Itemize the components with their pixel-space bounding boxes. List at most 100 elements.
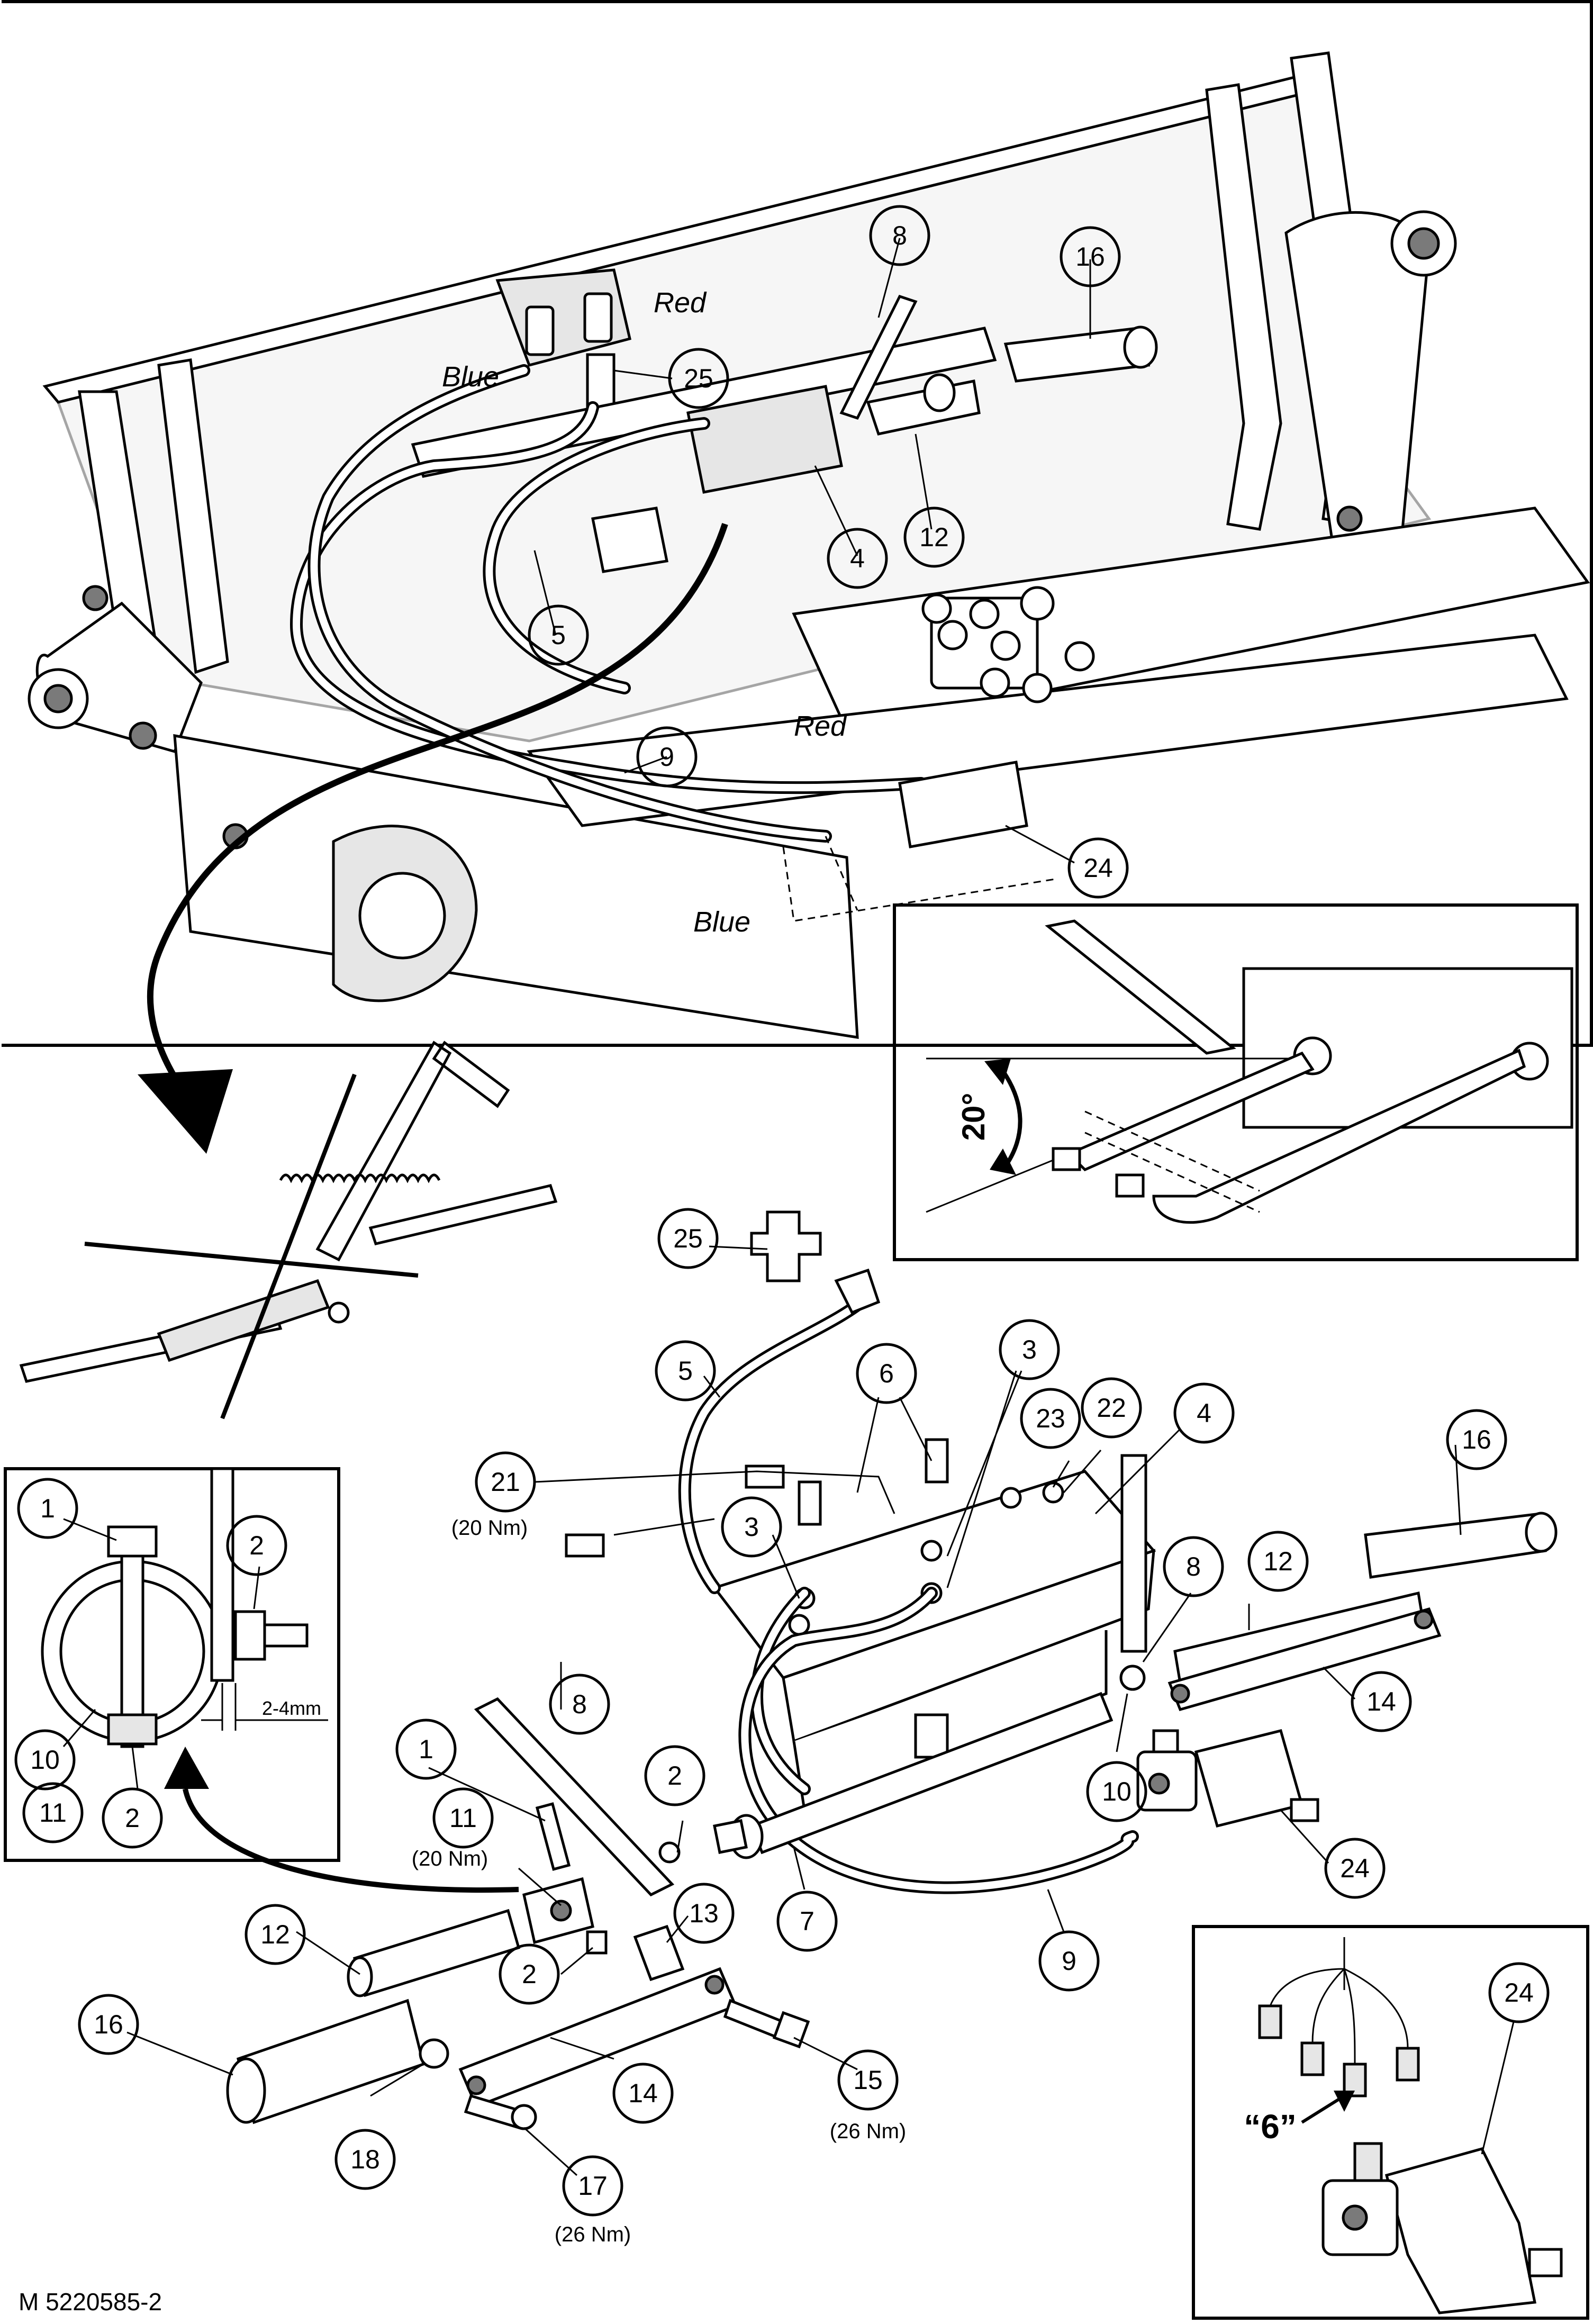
connector-plug-1 xyxy=(1258,2004,1282,2039)
callout-12b: 12 xyxy=(245,1904,306,1965)
angle-arrow-head-top xyxy=(984,1059,1011,1085)
obsolete-linkage xyxy=(19,1041,558,1419)
callout-10: 10 xyxy=(1086,1761,1147,1822)
svg-text:12: 12 xyxy=(260,1920,290,1949)
clamp-inset-frame xyxy=(4,1467,340,1862)
solenoid-24-body xyxy=(1194,1729,1304,1828)
pin-16-lower-end xyxy=(226,2057,266,2124)
svg-text:24: 24 xyxy=(1340,1853,1370,1883)
callout-4: 4 xyxy=(1173,1382,1235,1444)
callout-8-top: 8 xyxy=(869,205,930,266)
bolt-17-head xyxy=(511,2104,537,2130)
svg-text:5: 5 xyxy=(551,620,566,650)
inset-rod-end-left xyxy=(1052,1147,1081,1171)
connector-plug-4 xyxy=(1396,2047,1420,2082)
hose-5-inner xyxy=(681,1293,872,1591)
top-solenoid-24 xyxy=(898,761,1028,848)
callout-7: 7 xyxy=(776,1891,838,1952)
callout-25: 25 xyxy=(657,1208,719,1269)
angle-detail-inset: 20° xyxy=(893,903,1579,1261)
valve-mount-post xyxy=(1120,1454,1147,1653)
callout-12: 12 xyxy=(1247,1531,1309,1592)
callout-3a: 3 xyxy=(999,1319,1060,1380)
inset-rod-right xyxy=(1152,1048,1526,1224)
svg-text:11: 11 xyxy=(449,1803,477,1833)
hose-blue-upper-inner xyxy=(310,367,829,840)
callout-3b: 3 xyxy=(721,1496,782,1558)
svg-text:12: 12 xyxy=(1263,1547,1293,1576)
top-rod-16-end xyxy=(1123,325,1158,369)
tube-12-lower xyxy=(352,1909,521,1997)
hose-label-blue-upper: Blue xyxy=(442,361,499,393)
inset-plate xyxy=(1242,967,1573,1129)
connector-solenoid-terminal xyxy=(1353,2142,1383,2182)
transition-arrow-head xyxy=(138,1069,233,1154)
pin-16 xyxy=(1364,1512,1547,1579)
bolt-21-upper xyxy=(745,1464,785,1489)
gap-dimension xyxy=(201,1683,328,1731)
callout-2a: 2 xyxy=(644,1745,705,1806)
callout-22: 22 xyxy=(1081,1377,1142,1439)
callout-detail-10: 10 xyxy=(14,1729,76,1791)
right-pivot-bolt xyxy=(1336,505,1363,532)
torque-17: (26 Nm) xyxy=(555,2223,631,2246)
top-lever-8 xyxy=(839,294,918,420)
svg-text:1: 1 xyxy=(40,1494,55,1523)
svg-text:6: 6 xyxy=(879,1359,894,1388)
svg-text:22: 22 xyxy=(1097,1393,1126,1423)
old-link-plate xyxy=(157,1279,330,1362)
svg-text:2: 2 xyxy=(125,1803,140,1833)
svg-text:14: 14 xyxy=(628,2078,658,2108)
clamp-to-detail-arrow xyxy=(183,1788,519,1893)
bush-18 xyxy=(419,2038,449,2069)
pin-16-end xyxy=(1525,1512,1558,1553)
link-14-lower-hole-a xyxy=(704,1975,725,1995)
svg-text:9: 9 xyxy=(1062,1946,1076,1976)
lever-8 xyxy=(474,1697,675,1897)
connector-wires xyxy=(1269,1937,1409,2065)
svg-text:2: 2 xyxy=(667,1761,682,1791)
callout-4-top: 4 xyxy=(827,528,888,589)
svg-text:5: 5 xyxy=(678,1356,693,1386)
svg-text:3: 3 xyxy=(1022,1335,1037,1364)
rod-7-stub xyxy=(713,1819,748,1854)
link-14-lower xyxy=(458,1967,738,2109)
banjo-bolt-6b xyxy=(925,1438,949,1484)
right-upright-b xyxy=(1205,83,1282,531)
solenoid-24-fitting xyxy=(1290,1798,1319,1822)
svg-text:2: 2 xyxy=(522,1959,537,1989)
svg-text:24: 24 xyxy=(1504,1978,1534,2007)
callout-16-top: 16 xyxy=(1060,226,1121,287)
svg-text:10: 10 xyxy=(30,1745,60,1775)
solenoid-24-port xyxy=(1148,1773,1170,1795)
valve-port-3 xyxy=(920,1540,943,1562)
cross-out-line-a xyxy=(84,1242,419,1278)
top-clip-5 xyxy=(591,507,668,573)
svg-text:17: 17 xyxy=(578,2171,608,2201)
top-valve-right xyxy=(583,292,613,343)
callout-8b: 8 xyxy=(549,1674,610,1735)
clamp-side-nut xyxy=(234,1610,266,1661)
gap-label: 2-4mm xyxy=(262,1697,321,1719)
clamp-detail-inset: 2-4mm xyxy=(4,1467,519,1893)
svg-text:11: 11 xyxy=(39,1798,67,1828)
connector-plug-2 xyxy=(1300,2041,1325,2076)
right-pivot-hole xyxy=(1407,227,1440,260)
callout-15: 15 xyxy=(837,2049,899,2111)
svg-text:8: 8 xyxy=(1186,1552,1201,1581)
svg-text:18: 18 xyxy=(350,2145,380,2174)
clamp-post xyxy=(210,1467,234,1682)
lever-8-bushing xyxy=(658,1841,681,1864)
callout-5-top: 5 xyxy=(528,604,589,666)
svg-text:16: 16 xyxy=(94,2010,123,2039)
callout-18: 18 xyxy=(334,2129,396,2190)
callout-9-top: 9 xyxy=(636,726,698,788)
valve-body-side xyxy=(782,1549,1155,1743)
callout-21: 21 xyxy=(475,1451,536,1513)
bolt-15 xyxy=(723,1999,785,2040)
top-valve-left xyxy=(525,305,555,356)
callout-inset-24: 24 xyxy=(1488,1962,1550,2023)
clamp-side-bolt xyxy=(263,1623,309,1648)
svg-text:4: 4 xyxy=(1197,1398,1211,1428)
